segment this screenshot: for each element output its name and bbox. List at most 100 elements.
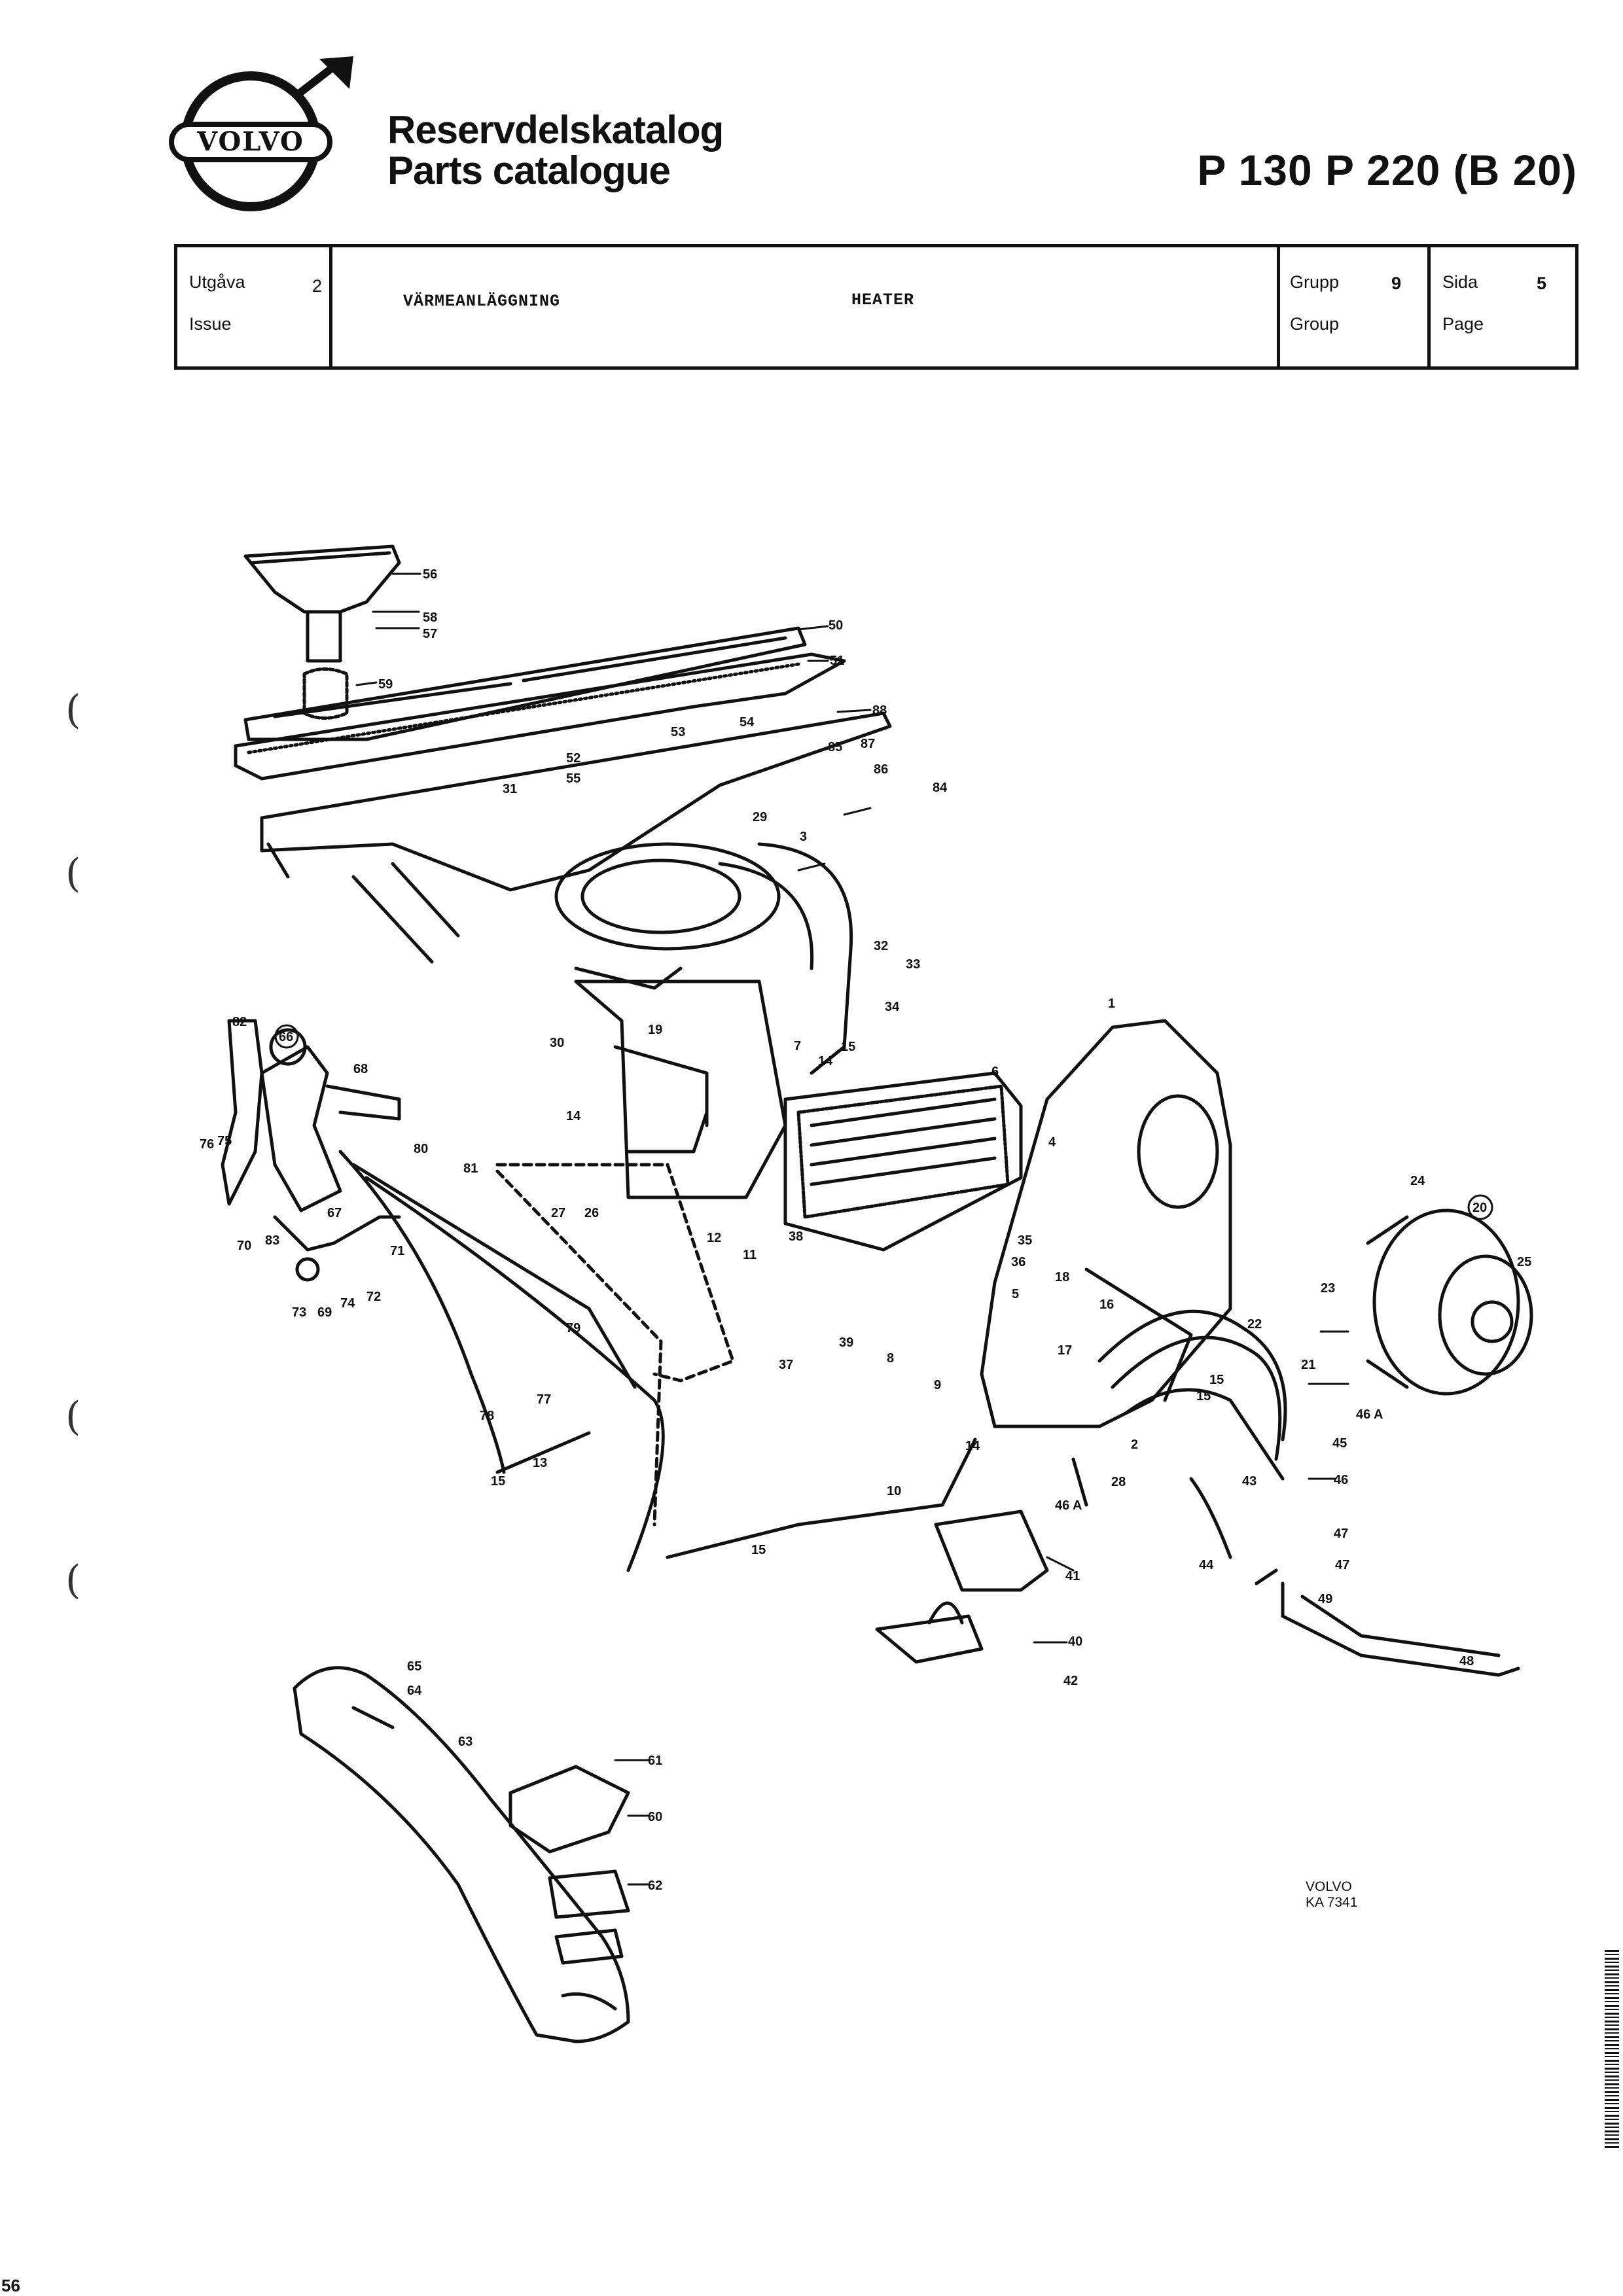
callout-5: 5 <box>1012 1287 1019 1301</box>
callout-27: 27 <box>551 1206 565 1220</box>
callout-15d: 15 <box>491 1474 505 1489</box>
heater-core <box>783 1071 1023 1252</box>
callout-14: 14 <box>818 1054 833 1069</box>
title-english: Parts catalogue <box>387 149 671 192</box>
callout-58: 57 <box>423 627 437 641</box>
callout-9: 9 <box>934 1378 941 1392</box>
callout-70: 69 <box>317 1305 332 1320</box>
callout-15b: 15 <box>1209 1373 1224 1387</box>
group-label-en: Group <box>1290 314 1340 334</box>
callout-80: 79 <box>566 1321 580 1335</box>
ref-code: KA 7341 <box>1306 1895 1358 1910</box>
callout-50: 49 <box>1318 1592 1332 1606</box>
callout-14b: 14 <box>566 1109 581 1123</box>
callout-83: 82 <box>232 1015 247 1029</box>
edition-cell: Utgåva Issue 2 <box>177 247 332 366</box>
callout-16: 16 <box>1099 1298 1114 1312</box>
page-cell: Sida Page 5 <box>1431 247 1575 366</box>
defroster-hose <box>351 862 460 964</box>
group-value: 9 <box>1391 274 1402 293</box>
callout-6: 6 <box>991 1065 999 1079</box>
callout-89: 88 <box>872 703 887 718</box>
callout-47b: 47 <box>1334 1527 1348 1541</box>
callout-23: 23 <box>1321 1281 1335 1296</box>
side-barcode <box>1605 1950 1619 2149</box>
callout-35: 35 <box>1018 1233 1032 1248</box>
callout-59: 58 <box>423 610 437 625</box>
callout-71: 70 <box>237 1239 251 1253</box>
page-label-en: Page <box>1442 314 1484 334</box>
binder-mark: ( <box>65 1394 81 1439</box>
callout-61: 60 <box>648 1810 662 1824</box>
callout-81: 80 <box>414 1142 428 1156</box>
callout-68: 67 <box>327 1206 342 1220</box>
logo-wordmark: VOLVO <box>196 126 304 157</box>
page-value: 5 <box>1537 274 1547 293</box>
callout-32: 32 <box>874 939 888 953</box>
callout-8: 8 <box>887 1351 894 1366</box>
section-title-sv: VÄRMEANLÄGGNING <box>403 292 561 311</box>
callout-22: 22 <box>1247 1317 1262 1332</box>
callout-20: 20 <box>1472 1201 1487 1215</box>
heater-hoses <box>1071 1309 1287 1559</box>
callout-54: 53 <box>671 725 685 739</box>
callout-26: 26 <box>584 1206 599 1220</box>
heater-exploded-diagram: 56 58 57 59 50 51 88 54 53 52 55 31 87 8… <box>0 458 1623 2133</box>
drawing-reference: VOLVO KA 7341 <box>1306 1879 1357 1911</box>
callout-65: 64 <box>407 1684 422 1698</box>
callout-72: 71 <box>390 1244 404 1258</box>
binder-mark: ( <box>65 851 81 896</box>
group-label-sv: Grupp <box>1290 272 1340 292</box>
callout-3: 3 <box>800 830 807 844</box>
callout-15e: 15 <box>751 1543 766 1557</box>
callout-1: 1 <box>1108 997 1115 1011</box>
callout-30: 30 <box>550 1036 564 1050</box>
binder-mark: ( <box>65 687 81 733</box>
callout-28: 28 <box>1111 1475 1126 1489</box>
edition-label-sv: Utgåva <box>189 272 245 292</box>
section-cell: VÄRMEANLÄGGNING HEATER <box>332 247 1280 366</box>
callout-48: 47 <box>1335 1558 1349 1572</box>
callout-39: 39 <box>839 1335 853 1350</box>
callout-84: 83 <box>265 1233 279 1248</box>
callout-40: 40 <box>1068 1634 1082 1649</box>
callout-36: 36 <box>1011 1255 1026 1269</box>
callout-38: 38 <box>789 1229 803 1244</box>
callout-82: 81 <box>463 1161 478 1176</box>
assembly-outline <box>495 1163 735 1383</box>
page-number: 56 <box>1 2276 20 2295</box>
callout-46A: 46 A <box>1356 1407 1383 1422</box>
callout-67: 66 <box>279 1030 293 1044</box>
title-swedish: Reservdelskatalog <box>387 108 724 152</box>
callout-57: 56 <box>423 567 437 582</box>
callout-52: 51 <box>830 654 844 668</box>
callout-12: 12 <box>707 1231 721 1245</box>
callout-15: 15 <box>841 1040 855 1054</box>
callout-14c: 14 <box>965 1439 980 1453</box>
callout-74: 73 <box>292 1305 306 1320</box>
callout-45: 45 <box>1332 1436 1347 1451</box>
callout-13: 13 <box>533 1456 547 1470</box>
callout-46: 46 <box>1334 1473 1348 1487</box>
callout-75: 74 <box>340 1296 355 1311</box>
callout-17: 17 <box>1058 1343 1072 1358</box>
callout-47: 46 A <box>1055 1498 1082 1513</box>
callout-73: 72 <box>366 1290 381 1304</box>
callout-85: 84 <box>933 781 948 795</box>
callout-37: 37 <box>779 1358 793 1372</box>
callout-19: 19 <box>648 1023 662 1037</box>
page-label-sv: Sida <box>1442 272 1478 292</box>
callout-24: 24 <box>1410 1174 1425 1188</box>
callout-77: 76 <box>200 1137 214 1152</box>
callout-86: 85 <box>828 740 842 754</box>
callout-4: 4 <box>1048 1135 1056 1150</box>
tunnel-console <box>293 1666 630 2043</box>
model-designation: P 130 P 220 (B 20) <box>1197 146 1577 194</box>
callout-56: 55 <box>566 771 580 786</box>
callout-88: 87 <box>861 737 875 751</box>
callout-34: 34 <box>885 1000 900 1014</box>
callout-33: 33 <box>906 957 920 972</box>
callout-41: 41 <box>1065 1569 1080 1583</box>
callout-11: 11 <box>743 1248 757 1262</box>
heater-box-left <box>574 980 787 1199</box>
